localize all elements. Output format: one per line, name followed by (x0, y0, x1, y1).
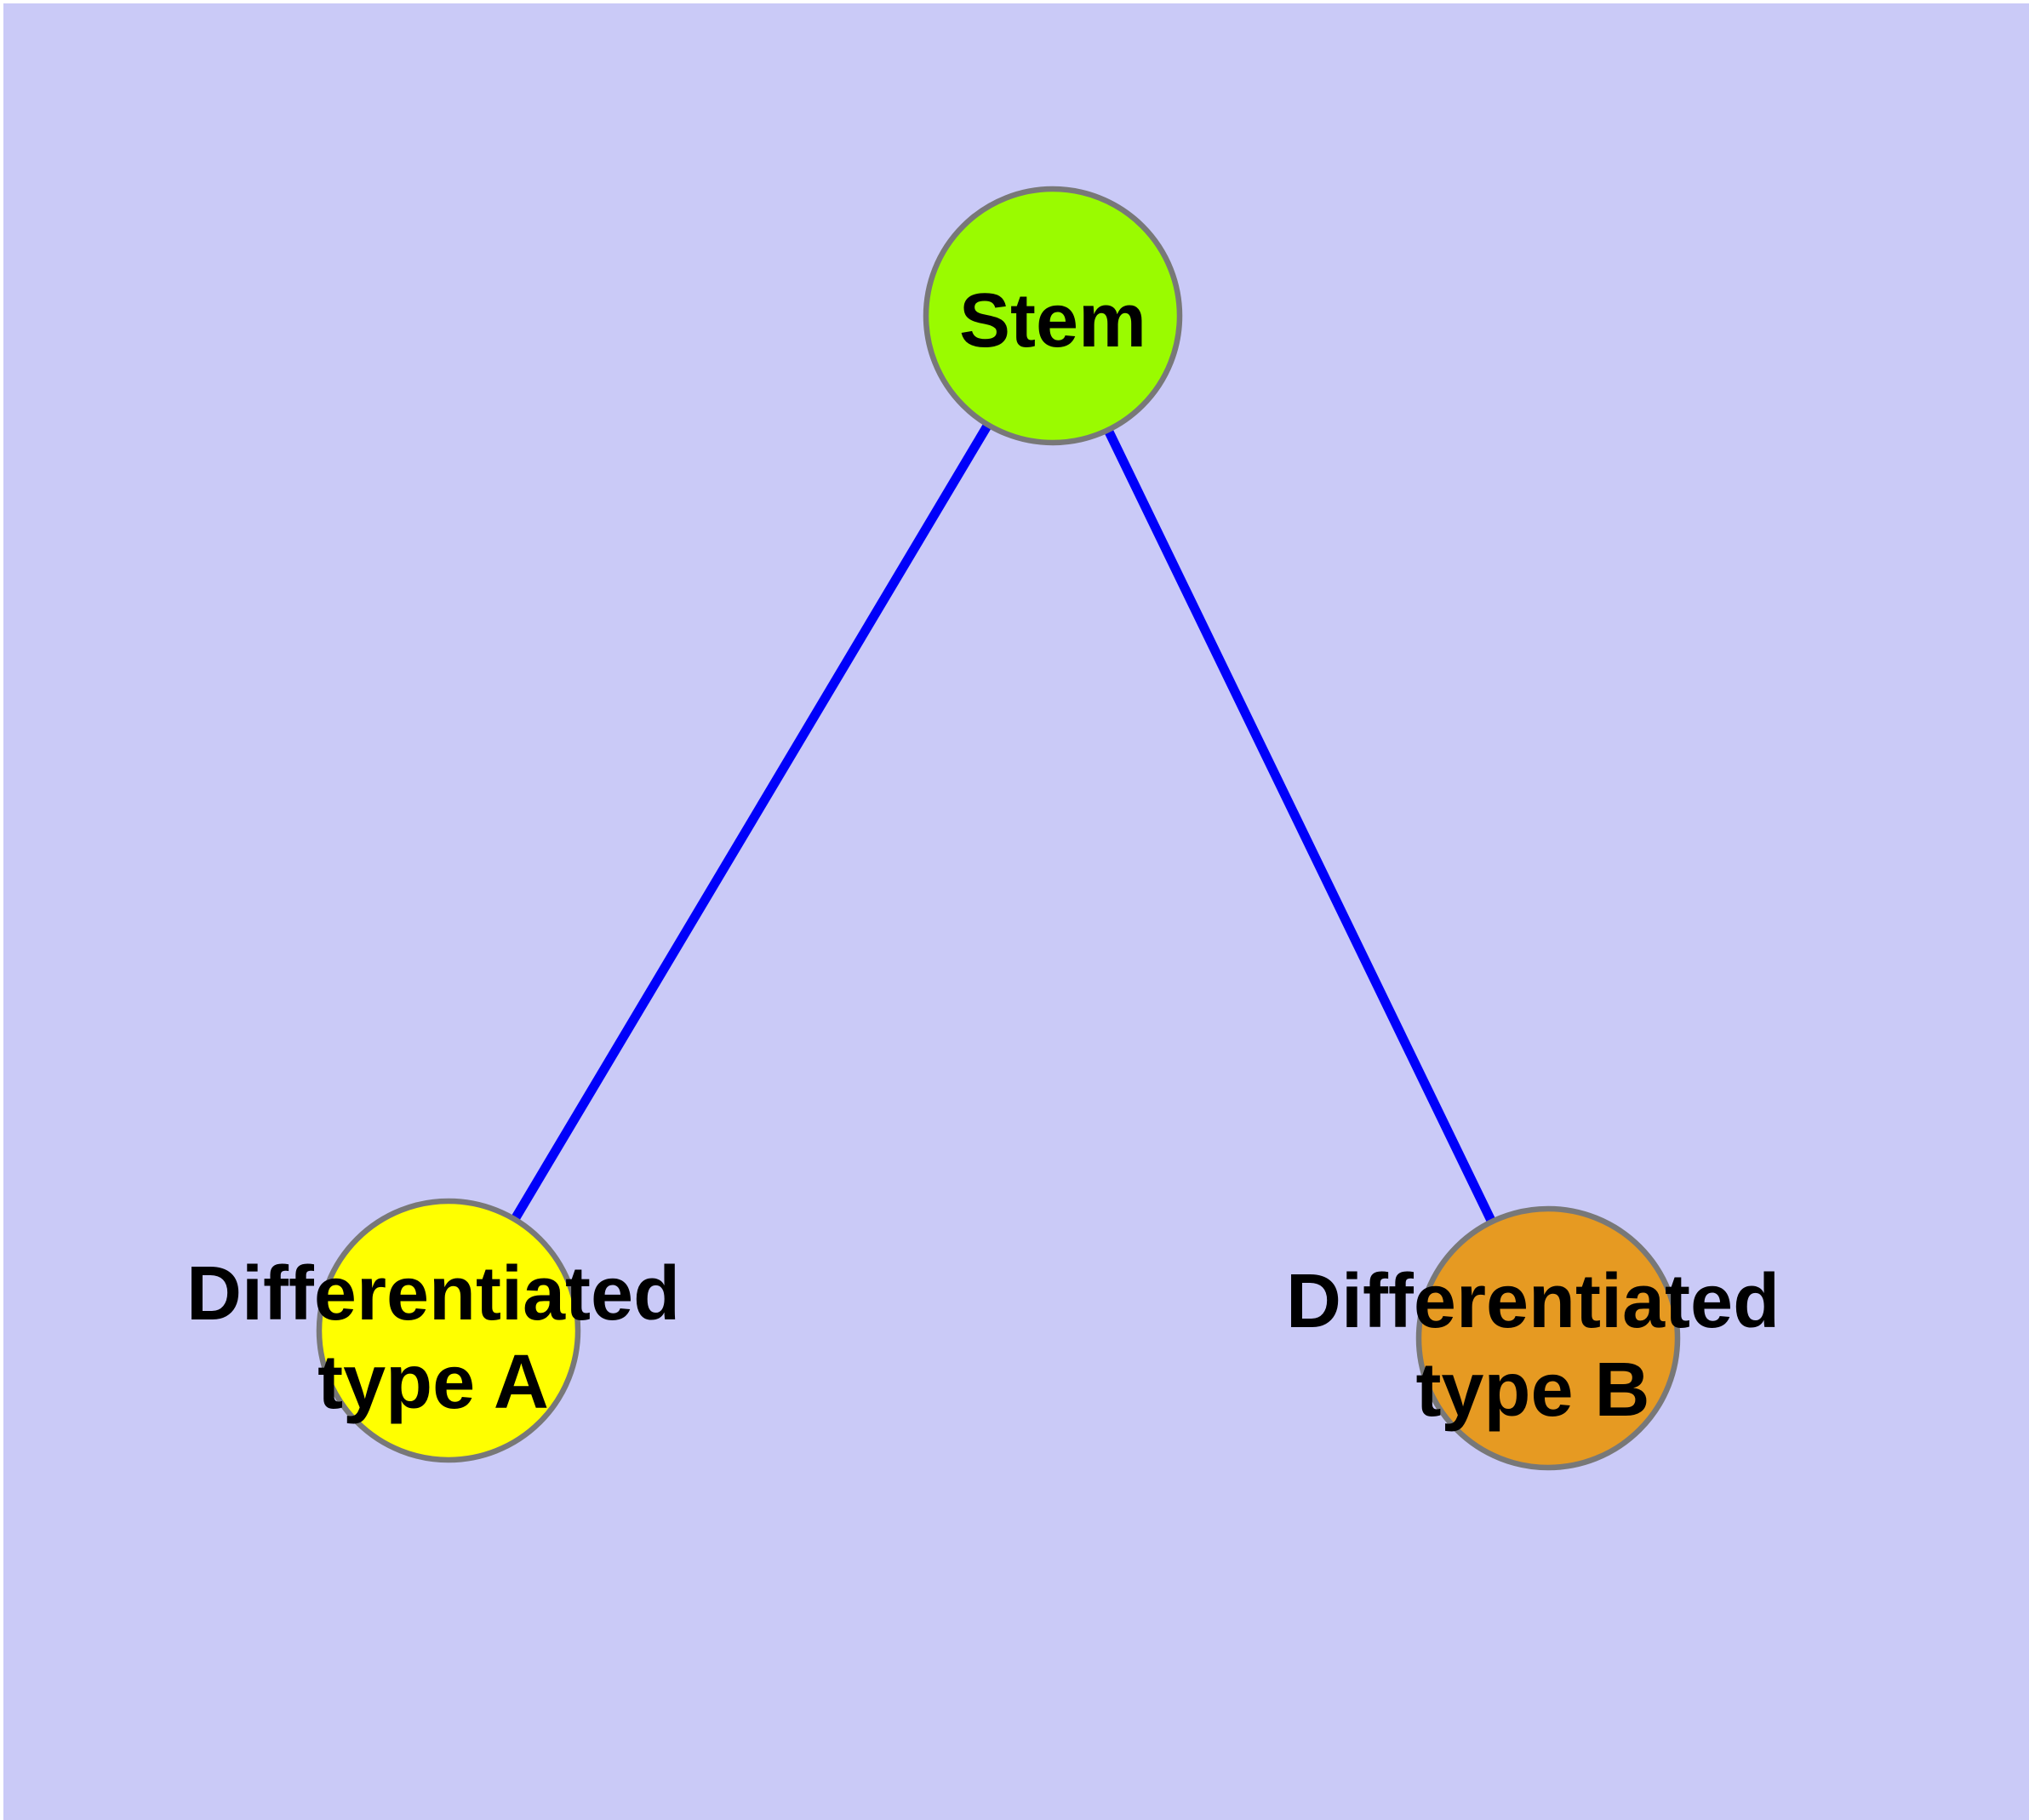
node-stem (923, 186, 1183, 446)
edge-stem-to-type-b (1049, 313, 1552, 1341)
node-differentiated-type-a (316, 1198, 581, 1463)
node-differentiated-type-b (1415, 1205, 1681, 1471)
edge-stem-to-type-a (444, 313, 1057, 1333)
